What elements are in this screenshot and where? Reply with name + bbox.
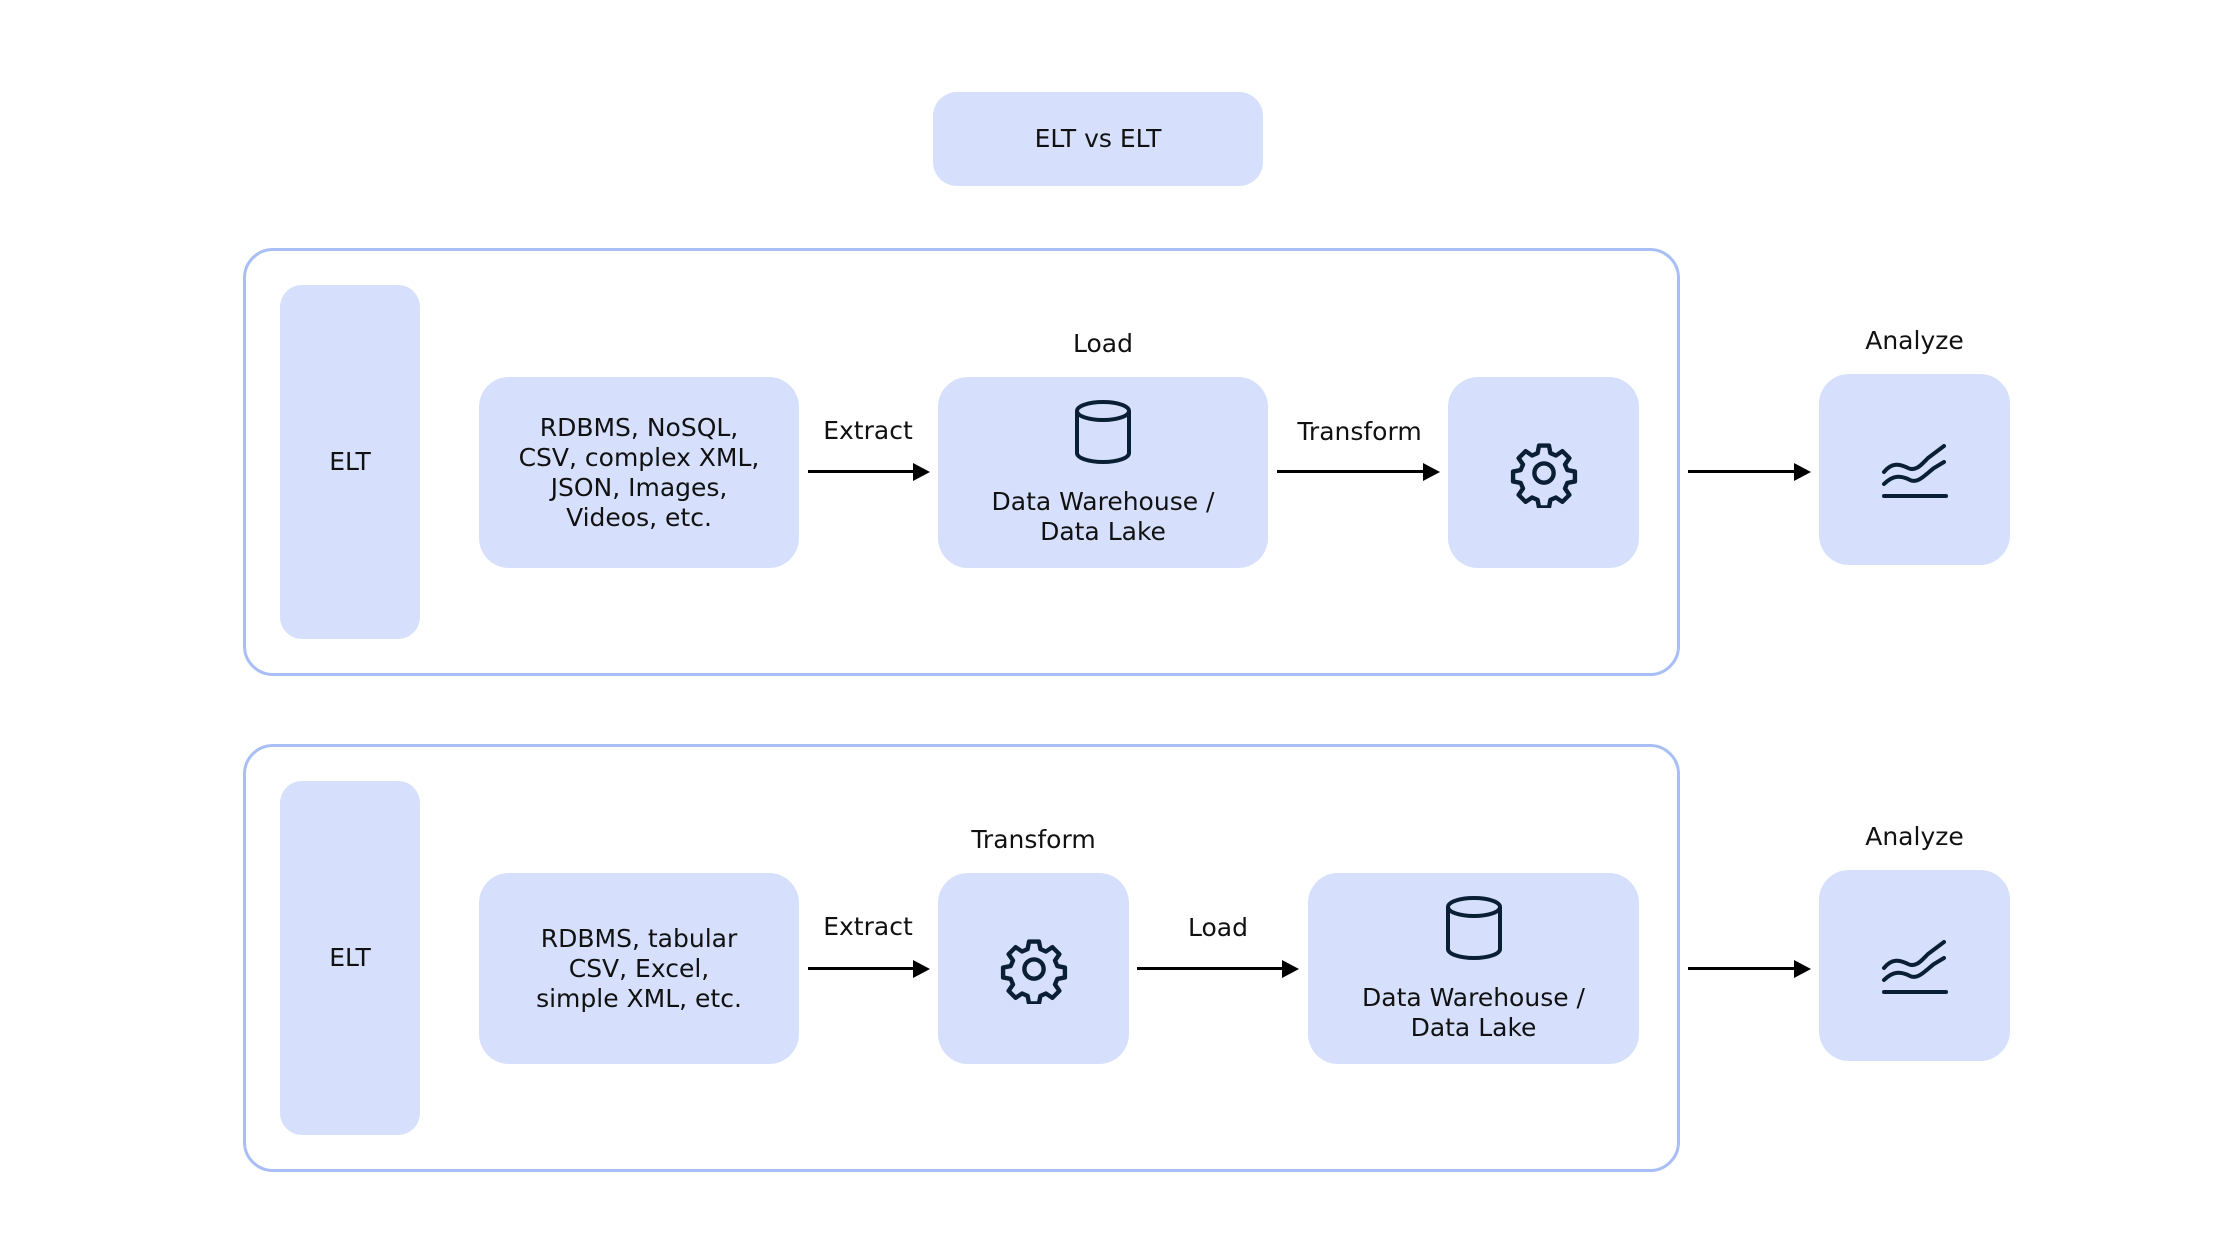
flow-1-analyze-label: Analyze: [1865, 326, 1964, 355]
flow-2-extract-arrow: [808, 959, 930, 979]
database-icon: [1444, 895, 1504, 961]
flow-1-extract-arrow: [808, 462, 930, 482]
flow-2-container: [243, 744, 1680, 1172]
flow-2-warehouse-box: Data Warehouse / Data Lake: [1308, 873, 1639, 1064]
diagram-title: ELT vs ELT: [933, 92, 1263, 186]
flow-2-side-label: ELT: [329, 943, 371, 972]
flow-1-side-label: ELT: [329, 447, 371, 476]
flow-1-analyze-box: [1819, 374, 2010, 565]
diagram-title-text: ELT vs ELT: [1034, 124, 1162, 153]
flow-2-analyze-label: Analyze: [1865, 822, 1964, 851]
gear-icon: [1509, 438, 1579, 508]
flow-1-container: [243, 248, 1680, 676]
flow-2-analyze-box: [1819, 870, 2010, 1061]
flow-1-extract-label: Extract: [823, 416, 913, 445]
flow-1-transform-arrow: [1277, 462, 1440, 482]
flow-1-warehouse-box: Data Warehouse / Data Lake: [938, 377, 1268, 568]
flow-1-load-label: Load: [1073, 329, 1133, 358]
chart-icon: [1880, 936, 1950, 996]
flow-2-side-label-box: ELT: [280, 781, 420, 1135]
flow-2-extract-label: Extract: [823, 912, 913, 941]
flow-1-source-box: RDBMS, NoSQL, CSV, complex XML, JSON, Im…: [479, 377, 799, 568]
database-icon: [1073, 399, 1133, 465]
chart-icon: [1880, 440, 1950, 500]
flow-1-analyze-arrow: [1688, 462, 1811, 482]
flow-1-side-label-box: ELT: [280, 285, 420, 639]
gear-icon: [999, 934, 1069, 1004]
flow-2-analyze-arrow: [1688, 959, 1811, 979]
flow-2-load-arrow: [1137, 959, 1299, 979]
flow-1-warehouse-text: Data Warehouse / Data Lake: [991, 486, 1215, 546]
flow-2-transform-label: Transform: [971, 825, 1096, 854]
flow-2-transform-box: [938, 873, 1129, 1064]
flow-1-transform-box: [1448, 377, 1639, 568]
flow-2-load-label: Load: [1188, 913, 1248, 942]
flow-2-source-box: RDBMS, tabular CSV, Excel, simple XML, e…: [479, 873, 799, 1064]
flow-1-source-text: RDBMS, NoSQL, CSV, complex XML, JSON, Im…: [518, 412, 760, 532]
flow-2-source-text: RDBMS, tabular CSV, Excel, simple XML, e…: [536, 923, 742, 1013]
flow-2-warehouse-text: Data Warehouse / Data Lake: [1362, 982, 1585, 1042]
flow-1-transform-label: Transform: [1297, 417, 1422, 446]
